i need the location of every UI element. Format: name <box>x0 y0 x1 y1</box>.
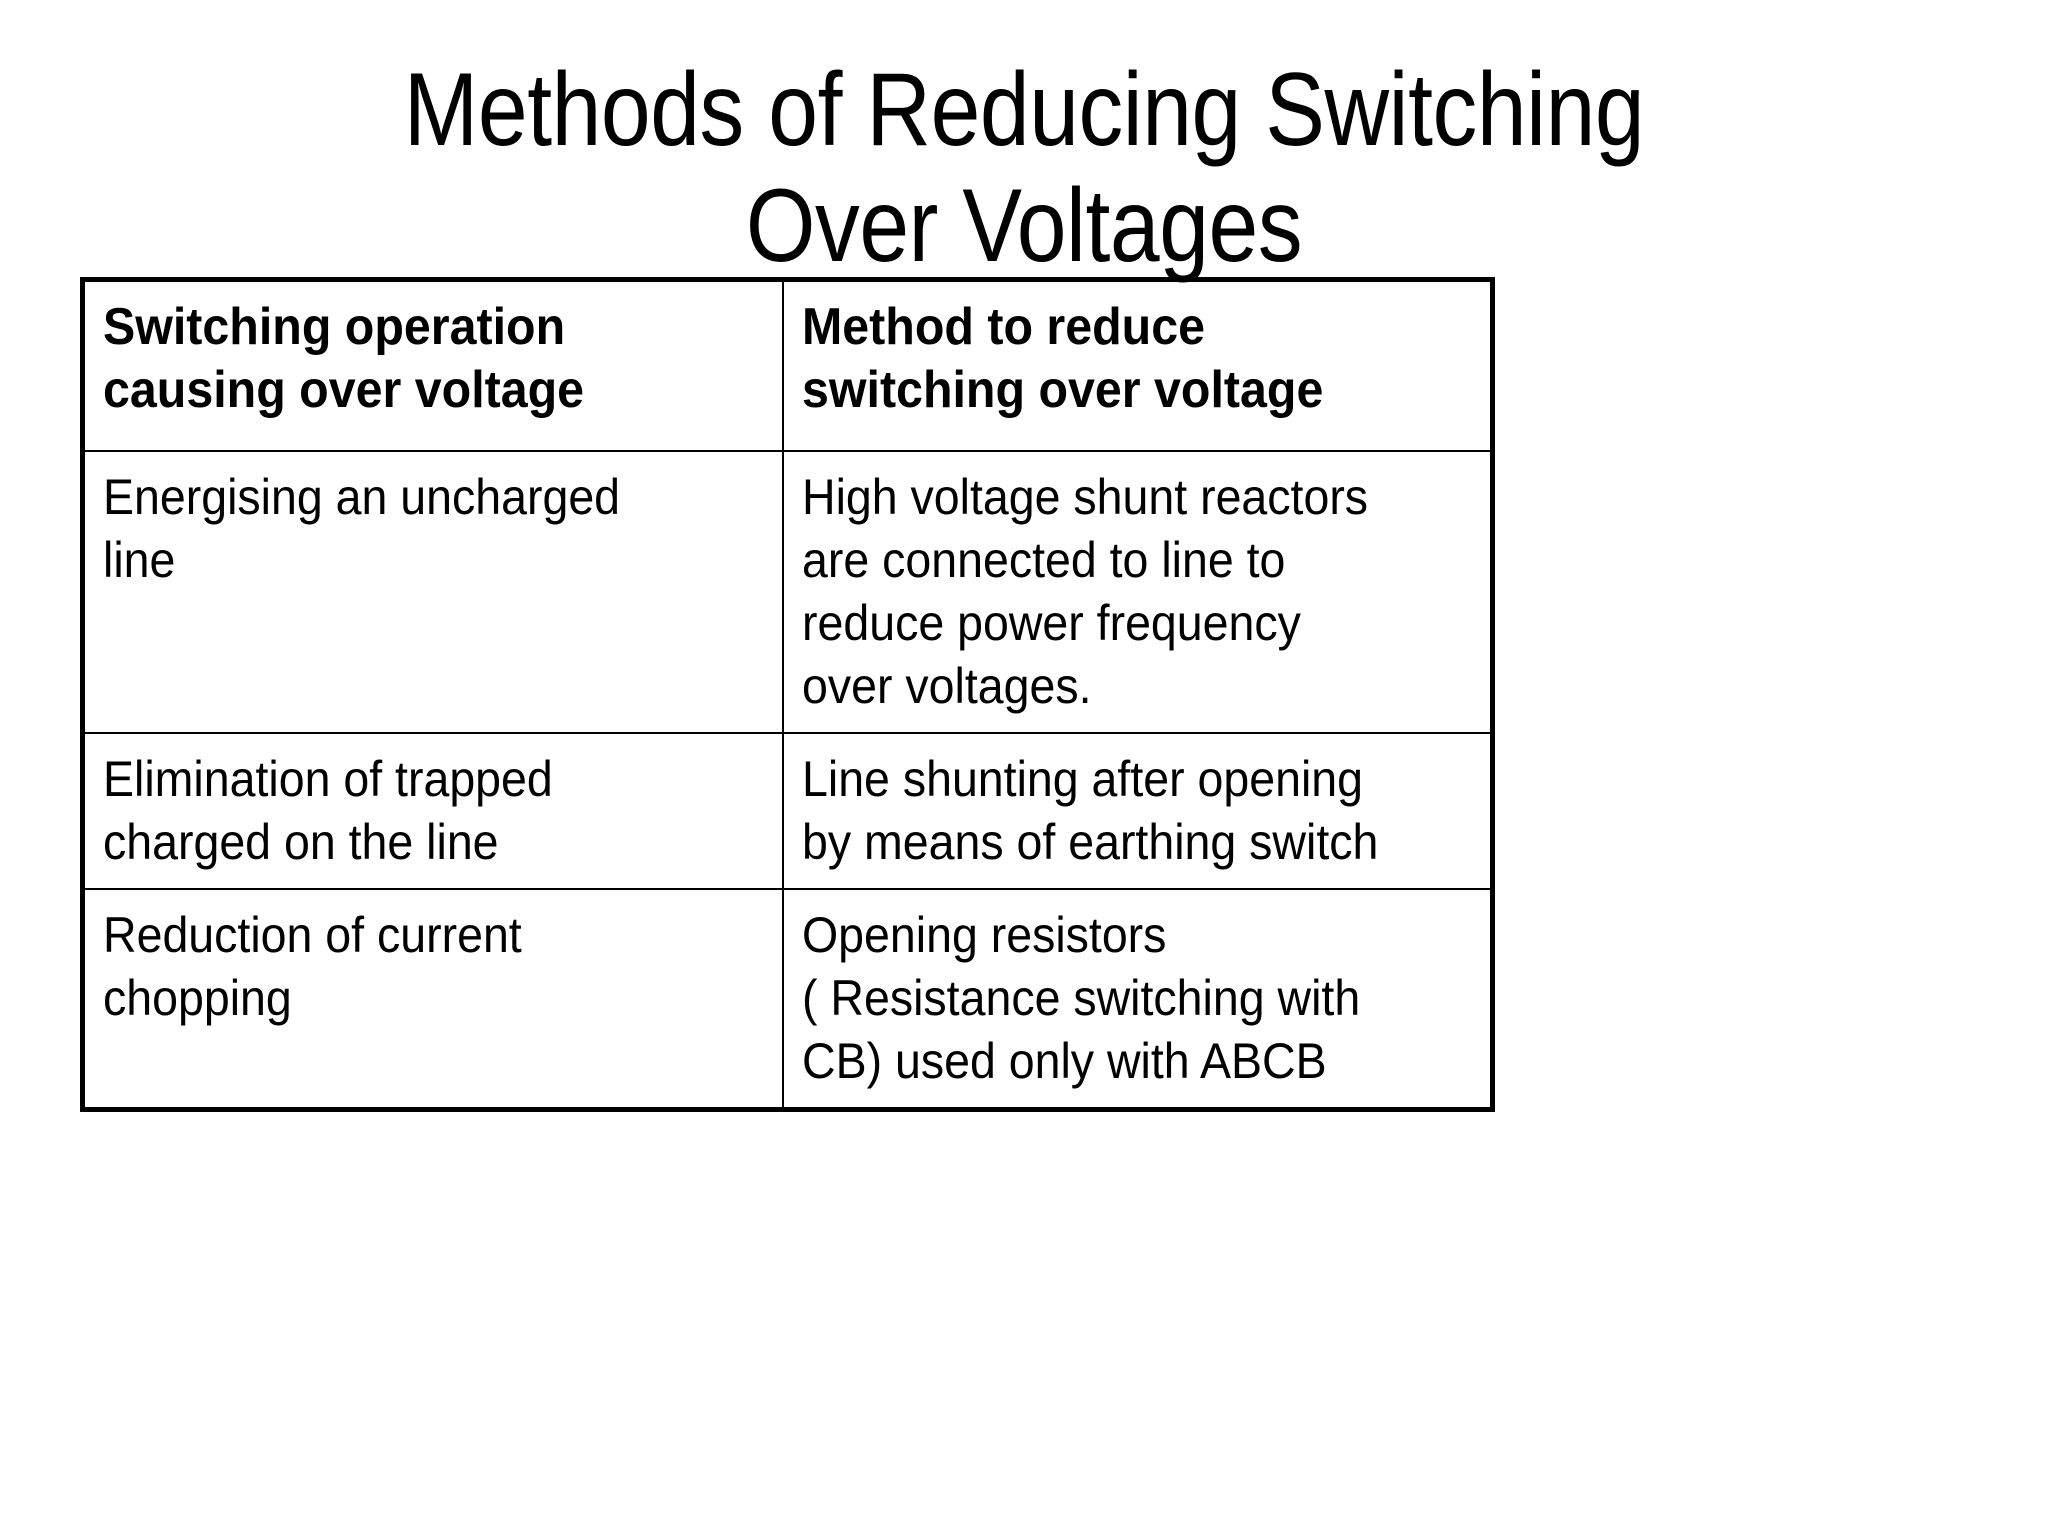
cell-cause-3: Reduction of current chopping <box>81 888 784 1111</box>
table-row: Reduction of current chopping Opening re… <box>81 888 1494 1111</box>
methods-table-container: Switching operation causing over voltage… <box>80 277 1495 1112</box>
methods-table: Switching operation causing over voltage… <box>80 277 1495 1112</box>
column-header-method-to-reduce: Method to reduce switching over voltage <box>781 278 1494 452</box>
cell-method-3: Opening resistors ( Resistance switching… <box>781 888 1494 1111</box>
column-header-switching-operation-label: Switching operation causing over voltage <box>103 298 585 420</box>
cell-method-2: Line shunting after opening by means of … <box>781 732 1494 890</box>
cell-method-1: High voltage shunt reactors are connecte… <box>781 450 1494 734</box>
column-header-method-to-reduce-label: Method to reduce switching over voltage <box>801 298 1323 420</box>
cell-cause-1-text: Energising an uncharged line <box>103 469 621 588</box>
table-header-row: Switching operation causing over voltage… <box>81 278 1494 452</box>
cell-method-2-text: Line shunting after opening by means of … <box>801 751 1378 870</box>
cell-cause-2-text: Elimination of trapped charged on the li… <box>103 751 553 870</box>
cell-cause-3-text: Reduction of current chopping <box>103 907 522 1026</box>
cell-cause-1: Energising an uncharged line <box>81 450 784 734</box>
cell-method-3-text: Opening resistors ( Resistance switching… <box>801 907 1360 1089</box>
page-title: Methods of Reducing Switching Over Volta… <box>403 52 1645 285</box>
cell-method-1-text: High voltage shunt reactors are connecte… <box>801 469 1368 714</box>
table-row: Elimination of trapped charged on the li… <box>81 732 1494 890</box>
cell-cause-2: Elimination of trapped charged on the li… <box>81 732 784 890</box>
column-header-switching-operation: Switching operation causing over voltage <box>81 278 784 452</box>
table-row: Energising an uncharged line High voltag… <box>81 450 1494 734</box>
